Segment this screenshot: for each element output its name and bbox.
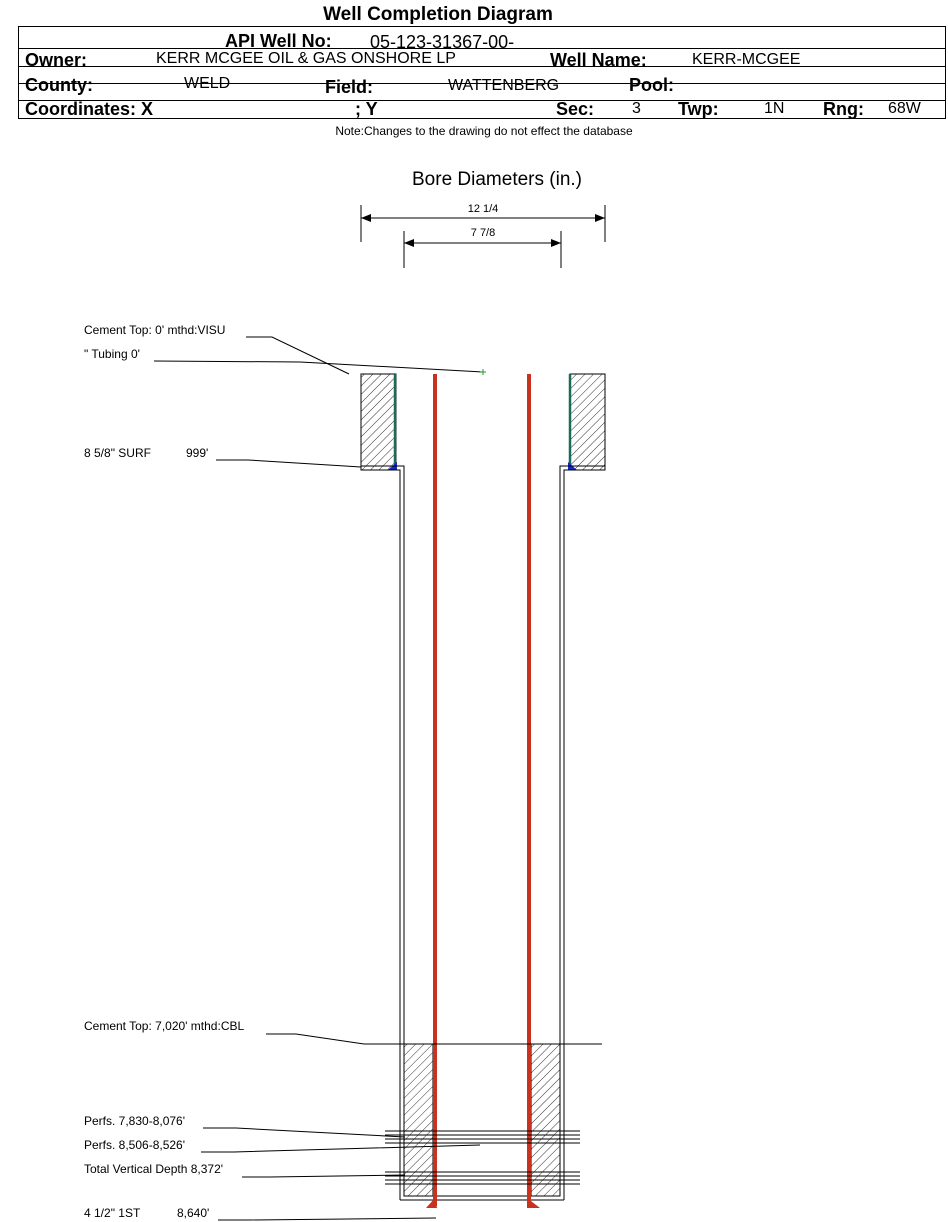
twp-label: Twp:	[678, 99, 719, 119]
rng-label: Rng:	[823, 99, 864, 119]
surface-casing-depth-label: 999'	[186, 446, 209, 460]
county-value: WELD	[184, 75, 231, 92]
well-name-label: Well Name:	[550, 50, 647, 70]
cement-top-surface-label: Cement Top: 0' mthd:VISU	[84, 323, 226, 337]
pool-label: Pool:	[629, 75, 674, 95]
production-casing-left	[433, 374, 437, 1206]
bore-wall-left-inner	[361, 465, 405, 1196]
production-cement-right	[530, 1043, 561, 1197]
api-value: 05-123-31367-00-	[370, 32, 515, 52]
header-divider	[19, 100, 945, 101]
twp-value: 1N	[764, 100, 785, 117]
header-divider	[19, 66, 945, 67]
bore-dimension-inner	[403, 231, 562, 268]
header-divider	[19, 48, 945, 49]
tubing-label: " Tubing 0'	[84, 347, 140, 361]
surface-cement-right	[569, 373, 606, 471]
production-casing-right	[527, 374, 531, 1206]
production-shoe-left-icon	[426, 1198, 437, 1208]
production-casing-depth-label: 8,640'	[177, 1206, 210, 1220]
sec-value: 3	[632, 100, 641, 117]
production-cement-left	[403, 1043, 434, 1197]
production-casing-label: 4 1/2" 1ST	[84, 1206, 141, 1220]
county-label: County:	[25, 75, 93, 95]
bore-diameters-title: Bore Diameters (in.)	[412, 169, 582, 190]
coord-x-label: Coordinates: X	[25, 99, 154, 119]
surface-casing-label: 8 5/8" SURF	[84, 446, 151, 460]
cement-top-production-label: Cement Top: 7,020' mthd:CBL	[84, 1019, 245, 1033]
perfs-upper-label: Perfs. 7,830-8,076'	[84, 1114, 186, 1128]
bore-wall-right-outer	[563, 469, 605, 1200]
well-header-table: API Well No: 05-123-31367-00- Owner: KER…	[18, 26, 946, 119]
field-value: WATTENBERG	[448, 77, 560, 94]
header-divider	[19, 83, 945, 84]
bore-dimension-outer	[360, 205, 606, 242]
perfs-lower-label: Perfs. 8,506-8,526'	[84, 1138, 186, 1152]
total-vertical-depth-label: Total Vertical Depth 8,372'	[84, 1162, 224, 1176]
bore-wall-right-inner	[559, 465, 605, 1196]
bore-wall-left-outer	[361, 469, 401, 1200]
surface-cement-left	[360, 373, 397, 471]
diagram-title: Well Completion Diagram	[323, 4, 553, 25]
production-shoe-right-icon	[527, 1198, 540, 1208]
well-name-value: KERR-MCGEE	[692, 51, 801, 68]
perforations-lower	[385, 1171, 580, 1185]
bore-outer-label: 12 1/4	[468, 203, 499, 215]
field-label: Field:	[325, 77, 373, 97]
database-note: Note:Changes to the drawing do not effec…	[335, 124, 633, 138]
coord-y-label: ; Y	[355, 99, 378, 119]
bore-inner-label: 7 7/8	[471, 227, 495, 239]
owner-label: Owner:	[25, 50, 88, 70]
perforations-upper	[385, 1130, 580, 1144]
owner-value: KERR MCGEE OIL & GAS ONSHORE LP	[156, 50, 456, 67]
sec-label: Sec:	[556, 99, 595, 119]
leader-lines	[153, 336, 602, 1221]
api-label: API Well No:	[225, 31, 332, 51]
rng-value: 68W	[888, 100, 921, 117]
